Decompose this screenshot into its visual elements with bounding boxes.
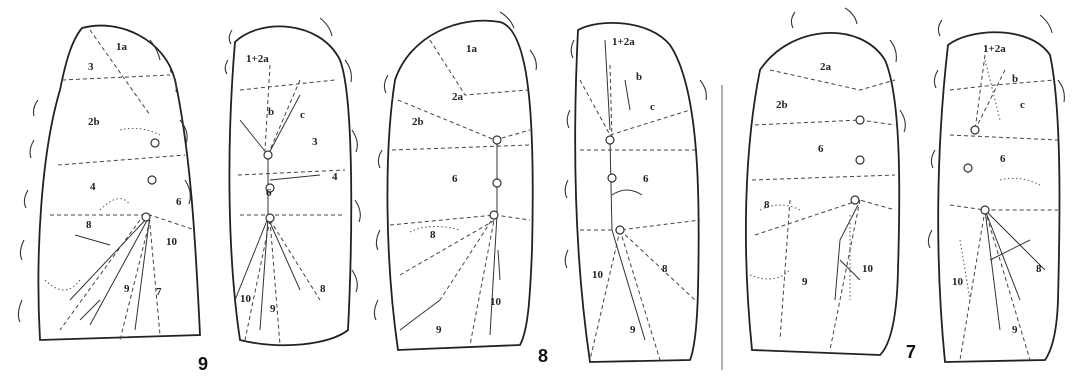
segment-label-9: 9 (630, 324, 636, 336)
segment-label-7: 7 (156, 286, 162, 298)
segment-label-6: 6 (452, 173, 458, 185)
segment-label-4: 4 (332, 171, 338, 183)
figure-number-8: 8 (538, 346, 548, 366)
figure-number-7: 7 (906, 342, 916, 362)
segment-label-8: 8 (662, 263, 668, 275)
segment-label-2b: 2b (412, 116, 424, 128)
lung-drawing-1: 1a 3 2b 4 6 8 10 9 7 (18, 26, 200, 340)
segment-label-2b: 2b (88, 116, 100, 128)
segment-label-9: 9 (124, 283, 130, 295)
segment-label-2a: 2a (820, 61, 832, 73)
lung-drawing-5: 2a 2b 6 8 9 10 (746, 8, 905, 355)
segment-label-1-2a: 1+2a (983, 43, 1006, 55)
segment-label-10: 10 (952, 276, 964, 288)
segment-label-6: 6 (1000, 153, 1006, 165)
segment-label-1-2a: 1+2a (246, 53, 269, 65)
lung-drawing-6: 1+2a b c 6 10 8 9 (928, 15, 1064, 362)
segment-label-9: 9 (270, 303, 276, 315)
segment-label-10: 10 (490, 296, 502, 308)
segment-label-8: 8 (430, 229, 436, 241)
segment-label-8: 8 (1036, 263, 1042, 275)
segment-label-6: 6 (643, 173, 649, 185)
segment-label-3: 3 (312, 136, 318, 148)
segment-label-c: c (650, 101, 655, 113)
segment-label-10: 10 (240, 293, 252, 305)
segment-label-b: b (1012, 73, 1018, 85)
segment-label-b: b (268, 106, 274, 118)
segment-label-10: 10 (592, 269, 604, 281)
lung-drawing-3: 1a 2a 2b 6 8 10 9 (374, 12, 536, 350)
segment-label-2b: 2b (776, 99, 788, 111)
segment-label-b: b (636, 71, 642, 83)
segment-label-4: 4 (90, 181, 96, 193)
segment-label-8: 8 (764, 199, 770, 211)
segment-label-6: 6 (266, 187, 272, 199)
segment-label-6: 6 (176, 196, 182, 208)
segment-label-c: c (300, 109, 305, 121)
segment-label-2a: 2a (452, 91, 464, 103)
lung-drawing-2: 1+2a b c 3 6 4 10 9 8 (225, 18, 360, 345)
segment-label-1-2a: 1+2a (612, 36, 635, 48)
segment-label-1a: 1a (116, 41, 128, 53)
segment-label-10: 10 (166, 236, 178, 248)
figure-number-9: 9 (198, 354, 208, 374)
segment-label-1a: 1a (466, 43, 478, 55)
segment-label-9: 9 (436, 324, 442, 336)
segment-label-c: c (1020, 99, 1025, 111)
segment-label-10: 10 (862, 263, 874, 275)
segment-label-8: 8 (320, 283, 326, 295)
lung-drawing-4: 1+2a b c 6 10 8 9 (565, 23, 706, 362)
segment-label-9: 9 (1012, 324, 1018, 336)
segment-label-6: 6 (818, 143, 824, 155)
segment-label-8: 8 (86, 219, 92, 231)
segment-label-3: 3 (88, 61, 94, 73)
segment-label-9: 9 (802, 276, 808, 288)
